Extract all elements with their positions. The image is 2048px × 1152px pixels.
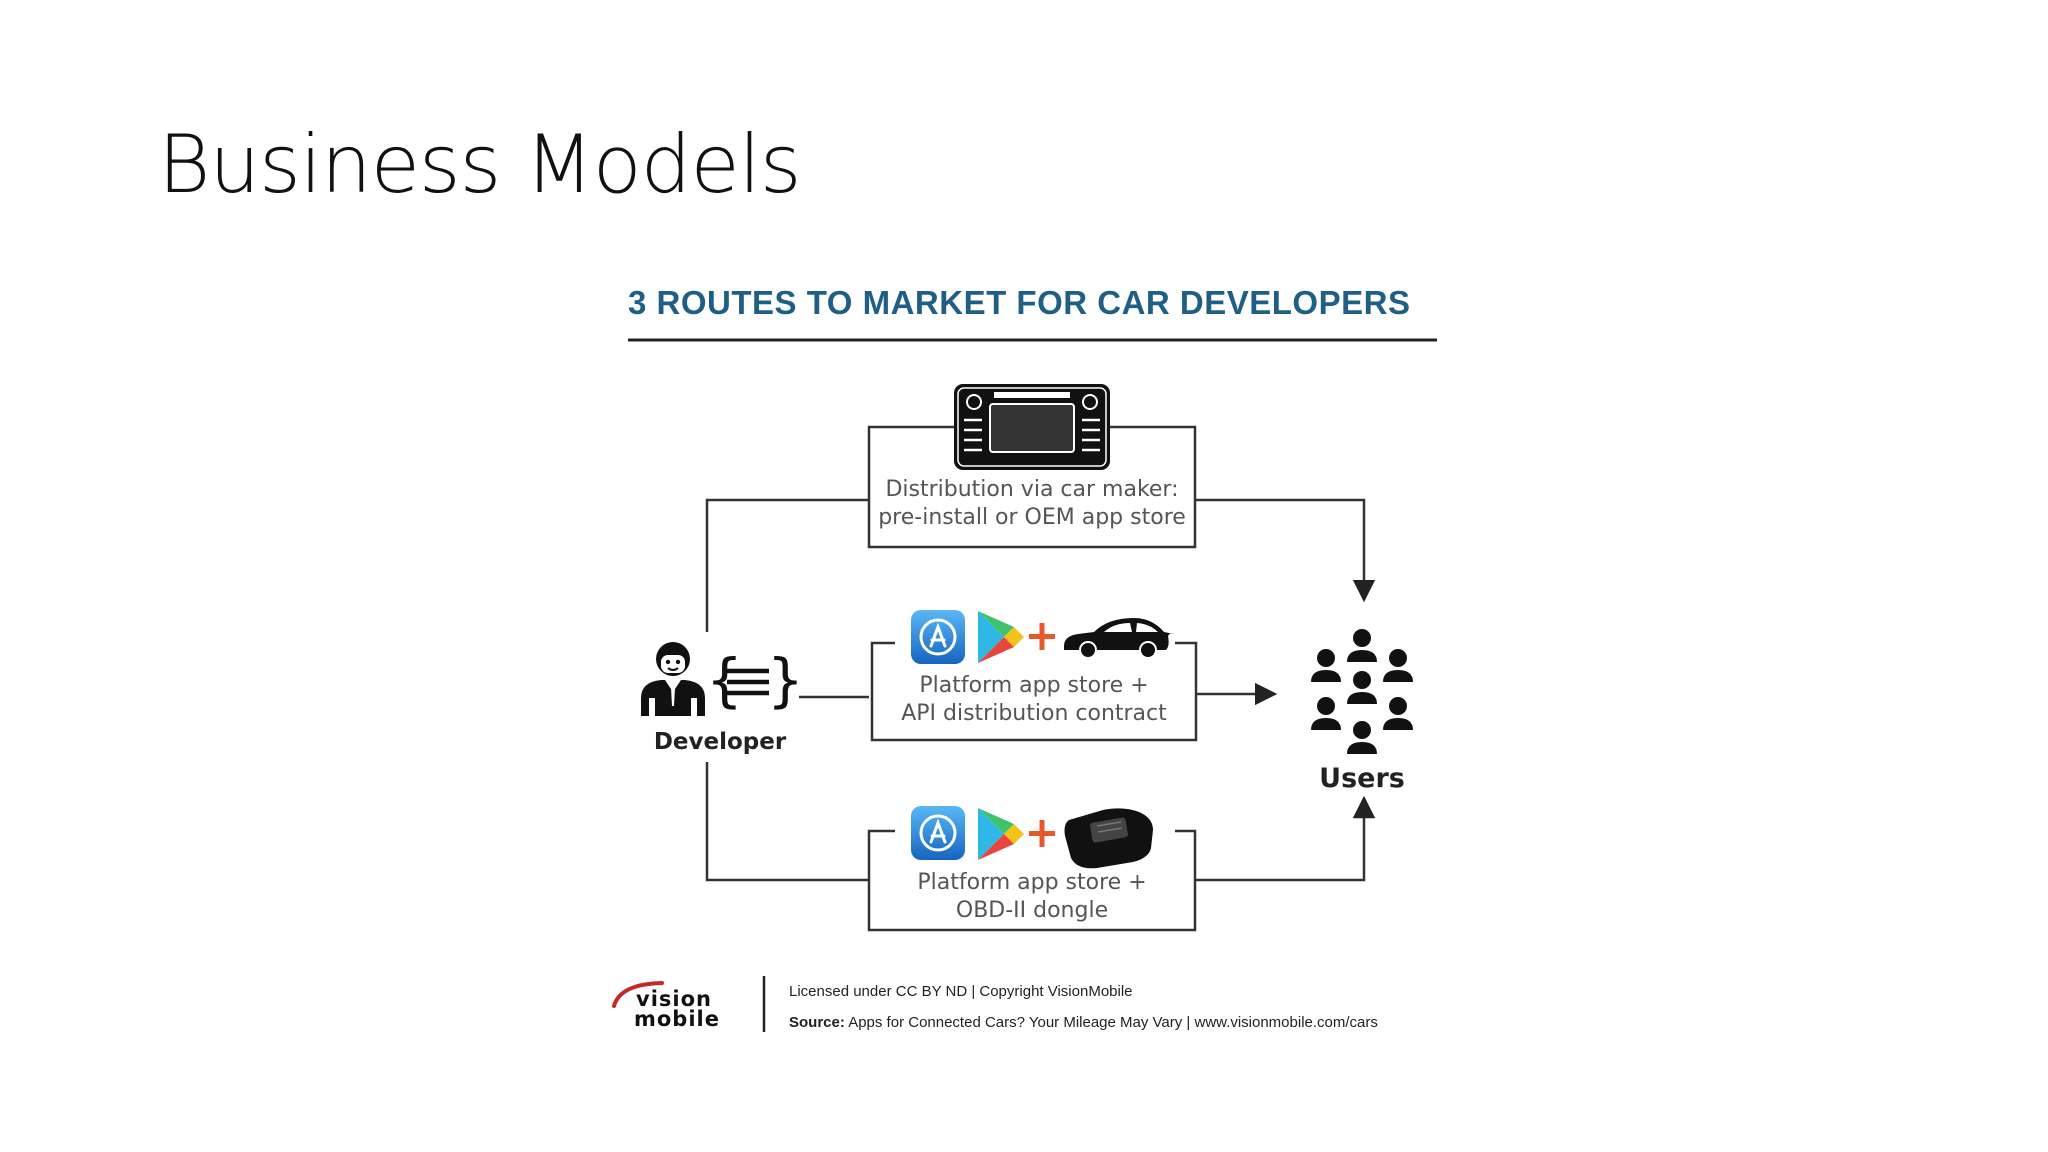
svg-text:}: } bbox=[767, 646, 804, 714]
diagram-heading: 3 ROUTES TO MARKET FOR CAR DEVELOPERS bbox=[628, 284, 1410, 321]
obd-dongle-icon bbox=[1064, 808, 1153, 869]
logo-line2: mobile bbox=[634, 1007, 720, 1031]
users-group-icon bbox=[1311, 629, 1413, 754]
footer-source: Source: Apps for Connected Cars? Your Mi… bbox=[789, 1014, 1378, 1031]
users-label: Users bbox=[1319, 763, 1405, 794]
code-braces-icon: { } bbox=[706, 646, 804, 714]
app-store-icon bbox=[909, 804, 967, 862]
connector-lines bbox=[705, 498, 1376, 882]
developer-label: Developer bbox=[654, 729, 787, 755]
car-head-unit-icon bbox=[954, 384, 1110, 470]
visionmobile-logo: vision mobile bbox=[612, 981, 720, 1031]
arrow-route-bottom-to-users bbox=[1196, 795, 1376, 882]
route-car-maker-line1: Distribution via car maker: bbox=[885, 477, 1178, 502]
footer-license: Licensed under CC BY ND | Copyright Visi… bbox=[789, 983, 1133, 1000]
footer-source-label: Source: bbox=[789, 1014, 845, 1031]
line-developer-to-route-bottom bbox=[705, 762, 869, 882]
route-obd-icons bbox=[895, 804, 1175, 869]
route-obd-line1: Platform app store + bbox=[917, 870, 1146, 895]
slide-title: Business Models bbox=[158, 118, 802, 211]
route-obd-line2: OBD-II dongle bbox=[956, 898, 1108, 923]
route-api-icons bbox=[895, 608, 1175, 672]
route-car-maker-line2: pre-install or OEM app store bbox=[878, 505, 1186, 530]
line-developer-to-route-top bbox=[705, 498, 869, 632]
logo-line1: vision bbox=[636, 987, 712, 1011]
app-store-icon bbox=[909, 608, 967, 666]
car-icon bbox=[1064, 618, 1174, 659]
arrow-route-top-to-users bbox=[1196, 498, 1376, 603]
footer-source-text: Apps for Connected Cars? Your Mileage Ma… bbox=[848, 1014, 1378, 1031]
developer-icon bbox=[641, 642, 705, 716]
route-api-line2: API distribution contract bbox=[901, 701, 1167, 726]
route-api-line1: Platform app store + bbox=[919, 673, 1148, 698]
